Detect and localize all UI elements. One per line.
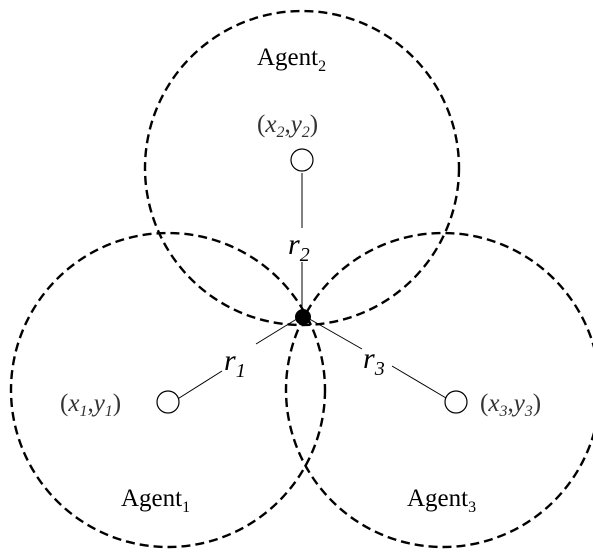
agent2-node: [290, 148, 314, 172]
range-r3-label: r3: [363, 342, 385, 380]
agent3-range-line-upper: [305, 316, 363, 350]
agent1-range-line-upper: [255, 316, 301, 345]
range-r1-label: r1: [224, 344, 246, 382]
target-point: [295, 309, 311, 325]
agent2-label: Agent2: [257, 44, 326, 75]
agent3-label: Agent3: [407, 485, 476, 516]
agent3-coverage-circle: [284, 231, 593, 549]
agent3-range-line-lower: [391, 365, 447, 399]
agent2-coordinate-label: (x2,y2): [257, 111, 318, 141]
agent1-coordinate-label: (x1,y1): [60, 390, 121, 420]
range-r2-label: r2: [288, 228, 310, 266]
agent1-range-line-lower: [175, 370, 223, 401]
agent3-node: [444, 390, 468, 414]
agent1-coverage-circle: [9, 231, 327, 549]
agent2-coverage-circle: [143, 9, 461, 327]
agent3-coordinate-label: (x3,y3): [480, 390, 541, 420]
agent1-label: Agent1: [121, 485, 190, 516]
agent1-node: [156, 390, 180, 414]
